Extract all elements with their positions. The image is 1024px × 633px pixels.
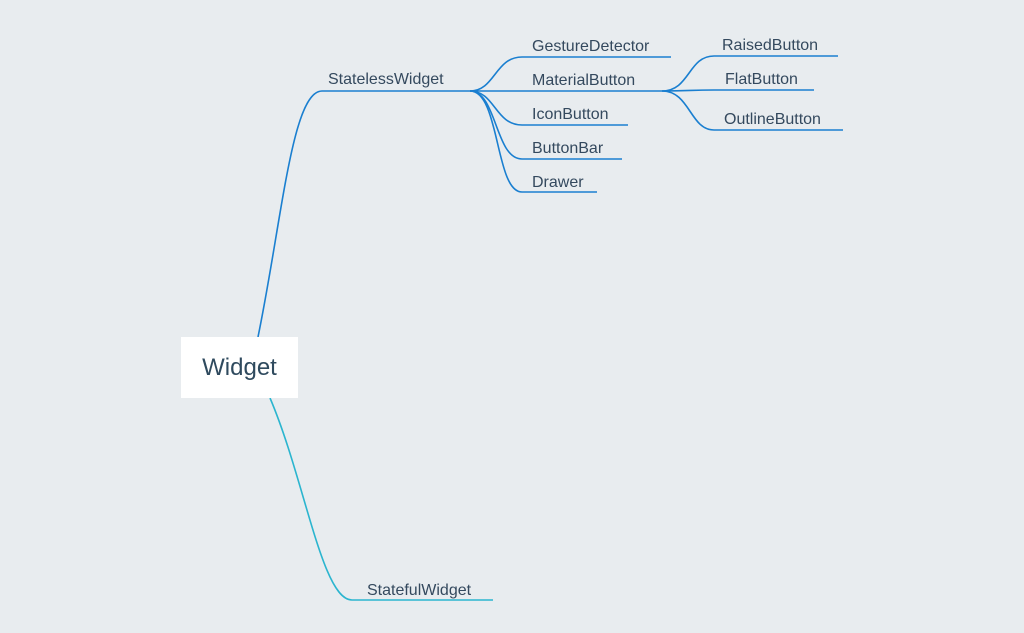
edge-widget-stateful [269, 397, 353, 601]
edge-stateless-gesture [469, 56, 523, 92]
node-material-button: MaterialButton [532, 72, 635, 89]
edge-stateless-drawer [469, 90, 523, 193]
edge-material-outline [661, 90, 715, 131]
node-flat-button: FlatButton [725, 71, 798, 88]
root-node-label: Widget [202, 353, 277, 381]
root-node[interactable]: Widget [181, 337, 298, 398]
node-button-bar: ButtonBar [532, 140, 604, 157]
edge-stateless-buttonbar [469, 90, 523, 160]
edge-stateless-icon [469, 90, 523, 126]
node-gesture-detector: GestureDetector [532, 38, 650, 55]
node-icon-button: IconButton [532, 106, 609, 123]
node-drawer: Drawer [532, 174, 584, 191]
edge-widget-stateless [257, 90, 323, 338]
node-stateless-widget: StatelessWidget [328, 71, 444, 88]
edge-material-raised [661, 55, 715, 92]
node-outline-button: OutlineButton [724, 111, 821, 128]
node-stateful-widget: StatefulWidget [367, 582, 472, 599]
node-raised-button: RaisedButton [722, 37, 818, 54]
